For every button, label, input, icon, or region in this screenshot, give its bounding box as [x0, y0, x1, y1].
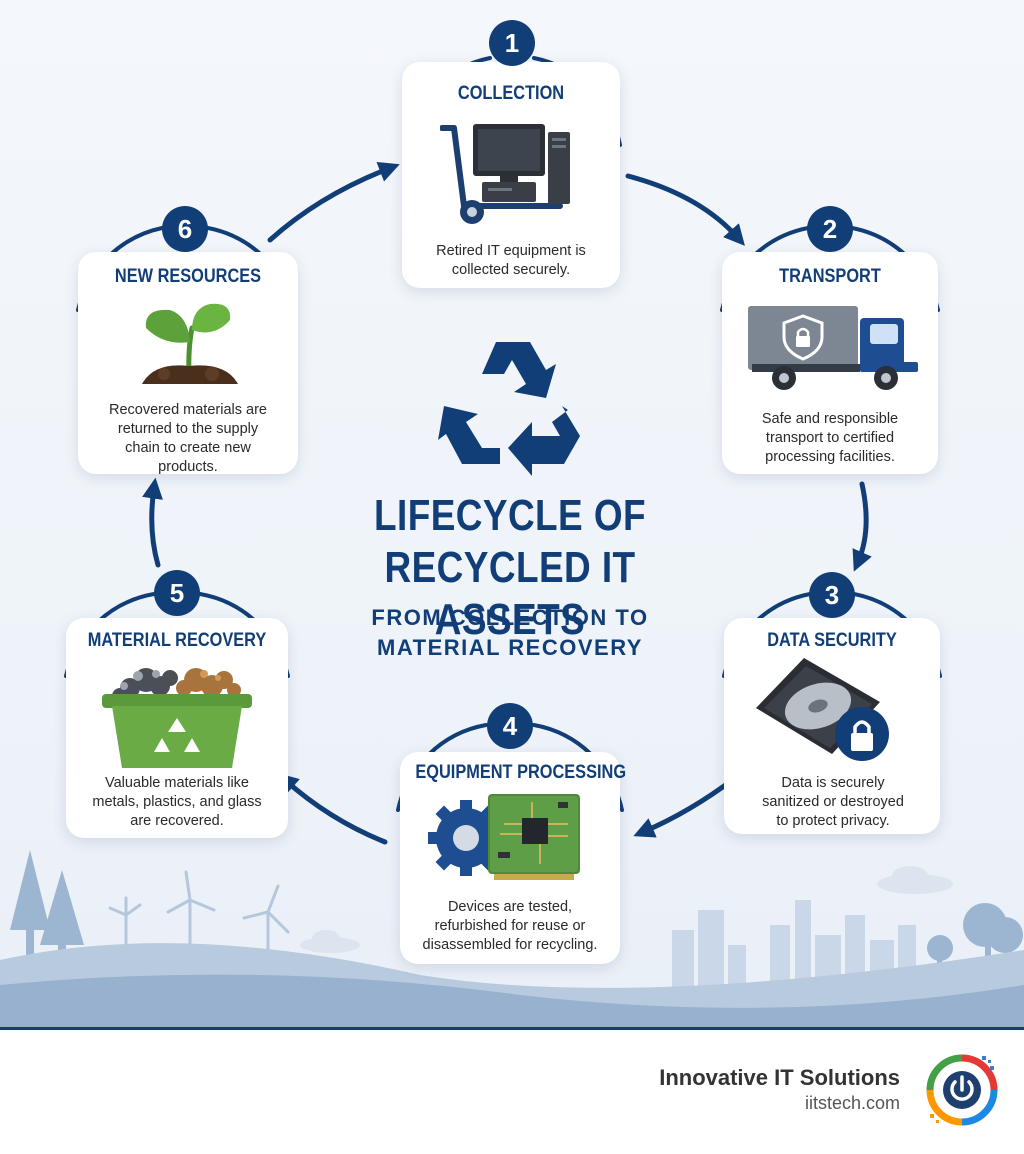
step-number-5: 5: [154, 570, 200, 616]
recycle-symbol-icon: [438, 342, 580, 476]
step-title-material-recovery: MATERIAL RECOVERY: [87, 630, 267, 651]
arrow-2-to-3: [852, 481, 872, 572]
page-subtitle: FROM COLLECTION TO MATERIAL RECOVERY: [371, 605, 649, 660]
gear-circuit-board-icon: [428, 794, 580, 880]
step-title-equipment-processing: EQUIPMENT PROCESSING: [415, 762, 627, 783]
step-number-2: 2: [807, 206, 853, 252]
hard-drive-lock-icon: [756, 658, 889, 761]
company-website: iitstech.com: [804, 1093, 900, 1113]
step-description-equipment-processing: Devices are tested, refurbished for reus…: [422, 899, 598, 953]
step-number-4: 4: [487, 703, 533, 749]
step-title-new-resources: NEW RESOURCES: [114, 266, 262, 287]
landscape-background: [0, 850, 1024, 1030]
step-description-transport: Safe and responsible transport to certif…: [761, 411, 899, 465]
company-name: Innovative IT Solutions: [659, 1065, 900, 1090]
sprout-icon: [142, 303, 238, 384]
step-number-1: 1: [489, 20, 535, 66]
hand-truck-computer-icon: [440, 124, 570, 224]
arrow-1-to-2: [625, 173, 745, 246]
arrow-5-to-6: [142, 477, 163, 568]
power-button-logo-icon: [926, 1054, 998, 1126]
step-description-new-resources: Recovered materials are returned to the …: [109, 402, 267, 475]
step-title-data-security: DATA SECURITY: [767, 630, 897, 651]
step-description-data-security: Data is securely sanitized or destroyed …: [762, 775, 904, 829]
step-title-transport: TRANSPORT: [779, 266, 881, 287]
step-description-material-recovery: Valuable materials like metals, plastics…: [92, 775, 262, 829]
brand-block: Innovative IT Solutions iitstech.com: [659, 1065, 900, 1114]
recycling-bin-icon: [102, 668, 252, 768]
step-title-collection: COLLECTION: [457, 83, 565, 104]
step-description-collection: Retired IT equipment is collected secure…: [436, 243, 586, 278]
arrow-4-to-5: [277, 773, 388, 845]
cycle-arrows: [142, 161, 872, 845]
step-number-6: 6: [162, 206, 208, 252]
step-number-3: 3: [809, 572, 855, 618]
secure-truck-icon: [748, 306, 918, 390]
page-title: LIFECYCLE OF RECYCLED IT ASSETS: [374, 491, 646, 644]
arrow-6-to-1: [267, 161, 400, 243]
footer-bar: [0, 1027, 1024, 1154]
